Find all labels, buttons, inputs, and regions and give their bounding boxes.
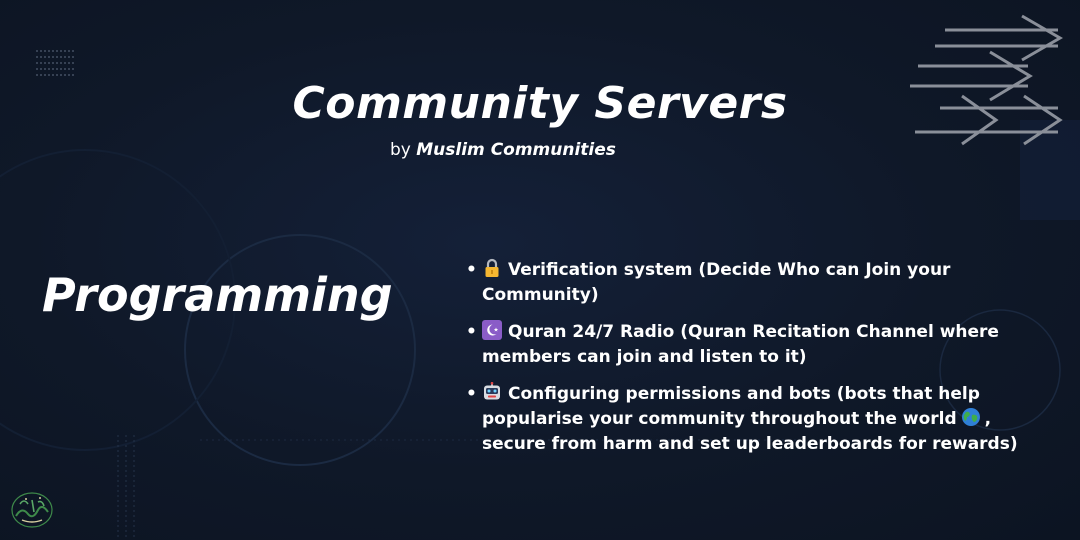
feature-text: Verification system (Decide Who can Join…: [482, 260, 951, 305]
deco-circle: [0, 149, 236, 451]
calligraphy-logo: [11, 492, 53, 528]
crescent-star-icon: [482, 320, 502, 340]
list-item: • Configuring permissions and bots (bots…: [466, 382, 1046, 457]
arrow-icon: [1000, 94, 1063, 146]
feature-list: • Verification system (Decide Who can Jo…: [466, 258, 1046, 469]
feature-text: , secure from harm and set up leaderboar…: [482, 409, 1018, 454]
byline-organization: Muslim Communities: [416, 140, 616, 160]
deco-vertical-lines: [117, 435, 135, 540]
bullet: •: [466, 322, 477, 342]
arrow-icon: [910, 50, 1033, 102]
arrows-decoration: [910, 14, 1063, 146]
bullet: •: [466, 384, 477, 404]
arrow-icon: [935, 14, 1063, 62]
feature-text: Configuring permissions and bots (bots t…: [482, 384, 980, 429]
section-heading: Programming: [42, 268, 393, 322]
list-item: • Verification system (Decide Who can Jo…: [466, 258, 1046, 308]
byline-prefix: by: [390, 140, 411, 160]
list-item: • Quran 24/7 Radio (Quran Recitation Cha…: [466, 320, 1046, 370]
dots-pattern: [36, 50, 74, 76]
globe-icon: [961, 408, 980, 426]
feature-text: Quran 24/7 Radio (Quran Recitation Chann…: [482, 322, 999, 367]
deco-circle: [939, 309, 1061, 431]
arrow-icon: [915, 94, 1000, 146]
robot-icon: [484, 382, 500, 400]
slide-title: Community Servers: [292, 78, 788, 129]
bullet: •: [466, 260, 477, 280]
byline: by Muslim Communities: [390, 140, 616, 160]
deco-circle: [184, 234, 416, 466]
lock-icon: [485, 258, 499, 277]
deco-panel: [1020, 120, 1080, 220]
